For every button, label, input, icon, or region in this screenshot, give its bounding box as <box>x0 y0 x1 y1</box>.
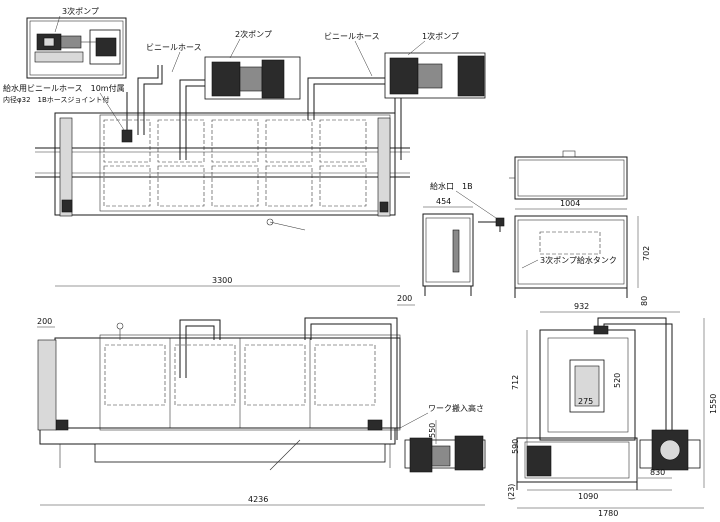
dim-520: 520 <box>613 373 622 388</box>
dim-23: (23) <box>507 484 516 500</box>
dim-590: 590 <box>511 439 520 454</box>
inner-diameter-note: 内径φ32 1Bホースジョイント付 <box>3 95 109 104</box>
pump2-label: 2次ポンプ <box>235 29 272 39</box>
pump3-inset <box>26 17 127 79</box>
dim-80: 80 <box>640 296 649 306</box>
dim-275: 275 <box>578 397 593 406</box>
water-inlet-label: 給水口 1B <box>430 181 473 191</box>
dim-702: 702 <box>642 246 651 261</box>
dim-3300: 3300 <box>212 276 232 285</box>
vinyl-hose-right-label: ビニールホース <box>324 32 380 41</box>
pump3-label: 3次ポンプ <box>62 6 99 16</box>
dim-200-right: 200 <box>397 294 412 303</box>
vinyl-hose-left-label: ビニールホース <box>146 43 202 52</box>
dim-4236: 4236 <box>248 495 268 504</box>
work-height-label: ワーク搬入高さ <box>428 403 484 413</box>
tank-label: 3次ポンプ給水タンク <box>540 255 617 265</box>
pump1-label: 1次ポンプ <box>422 31 459 41</box>
top-view <box>35 52 486 231</box>
front-view <box>37 317 486 473</box>
dim-1780: 1780 <box>598 509 618 518</box>
dim-200-left: 200 <box>37 317 52 326</box>
dim-1090: 1090 <box>578 492 598 501</box>
dim-830: 830 <box>650 468 665 477</box>
side-view <box>516 317 701 490</box>
tank-views <box>422 150 628 298</box>
dim-550: 550 <box>428 423 437 438</box>
supply-hose-label: 給水用ビニールホース 10m付属 <box>3 83 125 93</box>
dim-1550: 1550 <box>709 394 718 414</box>
dim-454: 454 <box>436 197 451 206</box>
dim-932: 932 <box>574 302 589 311</box>
dim-712: 712 <box>511 375 520 390</box>
dim-1004: 1004 <box>560 199 580 208</box>
